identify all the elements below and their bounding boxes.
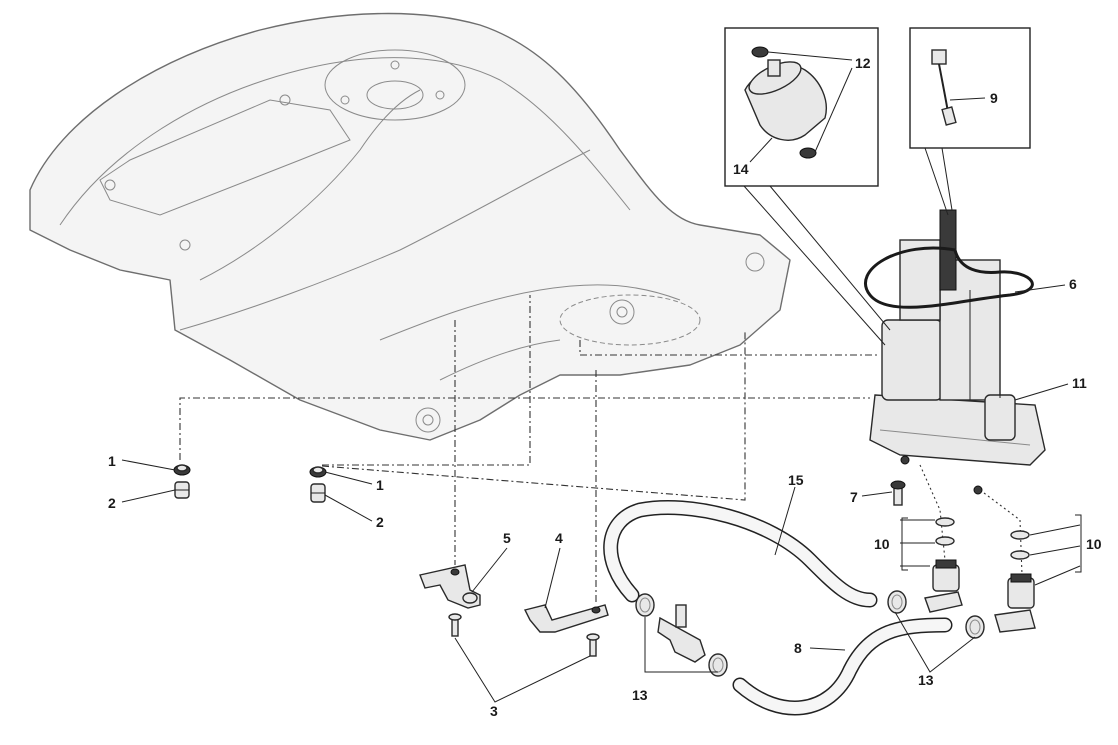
screw-3-right [586,633,600,657]
fuel-pump-assembly [864,209,1046,495]
clamp-13-a [635,593,655,617]
callout-1-left: 1 [108,453,116,469]
o-rings-right [1010,530,1030,560]
inset-connectors [743,147,953,346]
bracket-5 [419,564,481,609]
hose-15 [603,500,878,608]
clamp-13-c [887,590,907,614]
callout-2-left: 2 [108,495,116,511]
fitting-right [994,573,1036,633]
bracket-10-right [1075,514,1082,573]
t-connector [657,604,706,663]
callout-6: 6 [1069,276,1077,292]
bracket-10-left [901,517,908,571]
inset-sensor-box [909,27,1031,149]
grommet-1-right [309,466,327,478]
callout-15: 15 [788,472,804,488]
inset-filter-box [724,27,879,187]
clamp-13-b [708,653,728,677]
callouts: 1 2 1 2 3 4 5 6 7 8 9 10 10 11 12 13 13 … [108,55,1102,719]
screw-7 [890,480,906,506]
callout-11: 11 [1072,375,1087,391]
callout-1-right: 1 [376,477,384,493]
leader-lines [121,284,1081,703]
callout-13-right: 13 [918,672,934,688]
level-sensor-9 [931,49,957,126]
screw-3-left [448,613,462,637]
callout-13-left: 13 [632,687,648,703]
fuel-filter-14 [744,59,827,141]
fuel-tank [29,12,791,441]
callout-2-right: 2 [376,514,384,530]
clamp-13-d [965,615,985,639]
callout-12: 12 [855,55,871,71]
callout-5: 5 [503,530,511,546]
callout-4: 4 [555,530,563,546]
spacer-2-left [174,481,190,499]
callout-10-left: 10 [874,536,890,552]
o-rings-left [935,517,955,546]
callout-7: 7 [850,489,858,505]
bracket-4 [523,604,609,633]
callout-9: 9 [990,90,998,106]
fitting-left [924,559,963,613]
grommet-1-left [173,464,191,476]
callout-10-right: 10 [1086,536,1102,552]
hose-8 [732,617,953,716]
callout-3: 3 [490,703,498,719]
callout-8: 8 [794,640,802,656]
callout-14: 14 [733,161,749,177]
spacer-2-right [310,483,326,503]
